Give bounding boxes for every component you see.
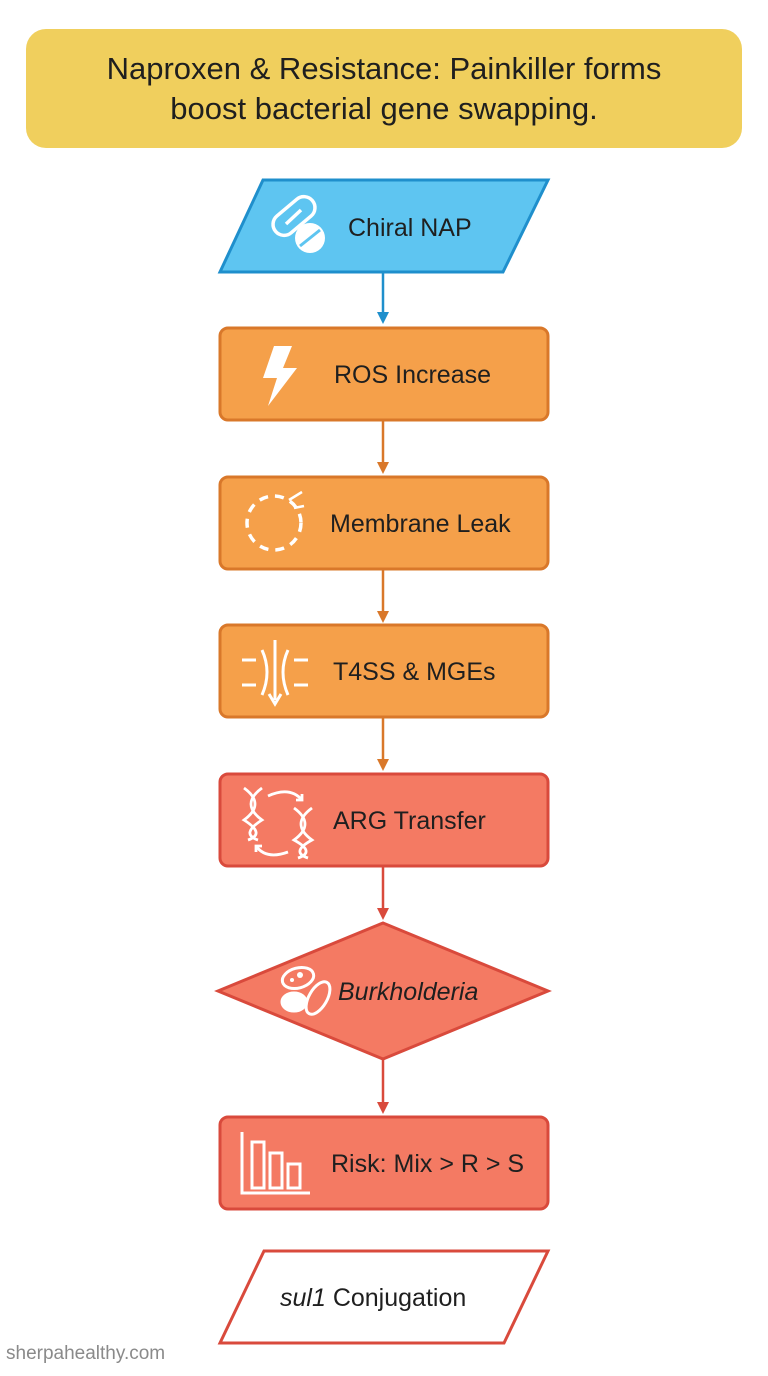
- dna-swap-icon: [241, 786, 315, 860]
- node-membrane-leak: [218, 475, 550, 571]
- conjugation-text: Conjugation: [325, 1283, 467, 1312]
- node-label-ros-increase: ROS Increase: [334, 360, 492, 389]
- membrane-channel-icon: [242, 640, 308, 707]
- title-banner: Naproxen & Resistance: Painkiller forms …: [26, 29, 742, 148]
- watermark: sherpahealthy.com: [6, 1343, 166, 1364]
- node-label-burkholderia: Burkholderia: [338, 977, 479, 1006]
- pill-icon: [271, 194, 325, 253]
- node-label-arg-transfer: ARG Transfer: [333, 806, 486, 835]
- node-label-sul1-conjugation: sul1 Conjugation: [280, 1280, 466, 1316]
- node-label-t4ss-mges: T4SS & MGEs: [333, 657, 496, 686]
- sul1-gene-name: sul1: [280, 1283, 326, 1312]
- lightning-icon: [263, 346, 297, 406]
- bar-chart-icon: [240, 1132, 310, 1195]
- node-label-chiral-nap: Chiral NAP: [348, 213, 472, 242]
- node-label-membrane-leak: Membrane Leak: [330, 509, 511, 538]
- node-t4ss-mges: [218, 623, 550, 719]
- node-risk: [218, 1115, 550, 1211]
- node-sul1-conjugation: [217, 1249, 551, 1345]
- dashed-circle-icon: [245, 490, 305, 552]
- diagram-title: Naproxen & Resistance: Painkiller forms …: [106, 50, 662, 126]
- bacteria-icon: [280, 965, 332, 1016]
- node-ros-increase: [218, 326, 550, 422]
- node-burkholderia: [214, 921, 552, 1061]
- node-label-risk: Risk: Mix > R > S: [331, 1149, 525, 1178]
